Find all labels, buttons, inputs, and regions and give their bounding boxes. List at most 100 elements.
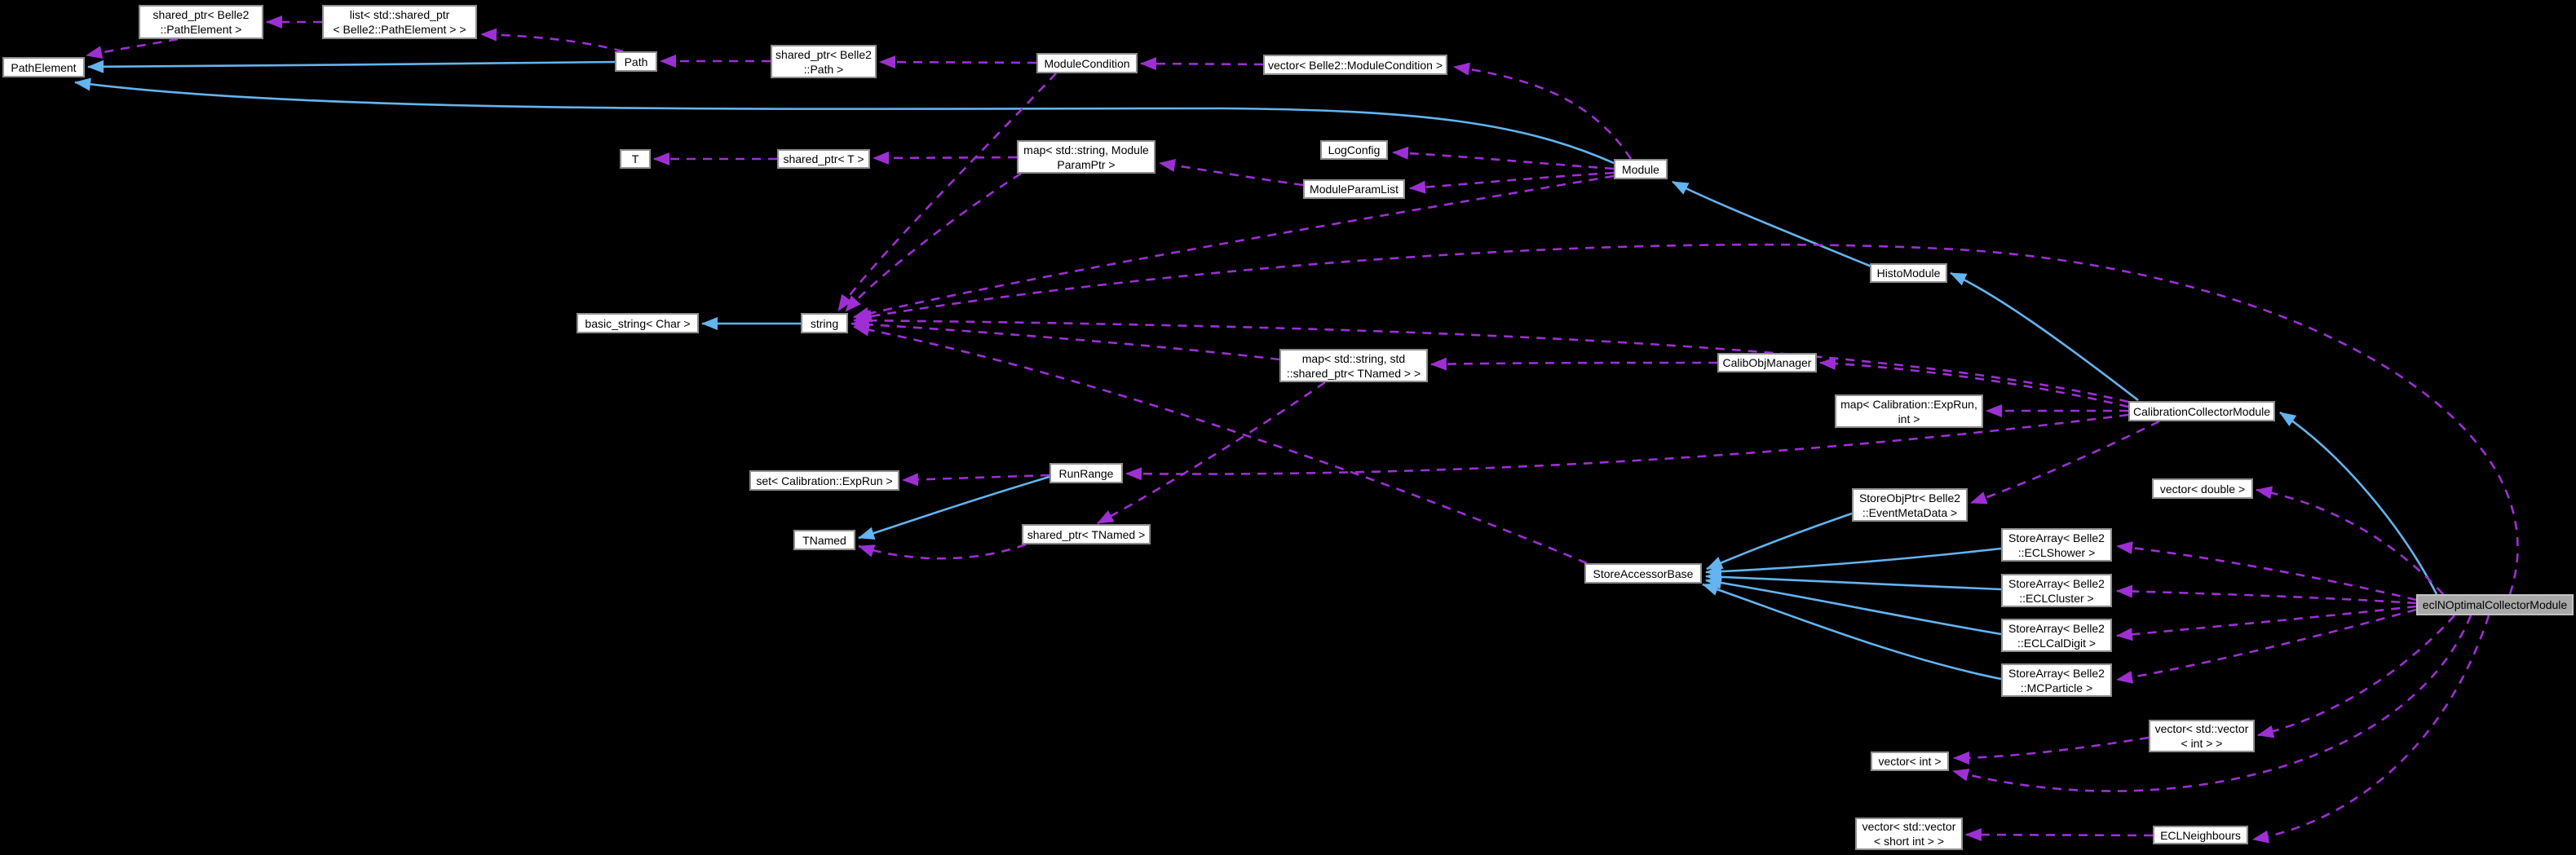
node-label: RunRange <box>1058 466 1114 480</box>
node-string[interactable]: string <box>801 313 848 333</box>
edge-map-to-sharedptrt <box>873 151 1018 165</box>
node-label: Path <box>624 55 648 68</box>
node-module[interactable]: Module <box>1614 159 1668 179</box>
node-ecl-n-optimal-collector-module[interactable]: eclNOptimalCollectorModule <box>2416 594 2574 615</box>
node-path[interactable]: Path <box>615 51 657 72</box>
edge-eclnoptimal-to-eclcluster <box>2116 584 2417 605</box>
edge-module-to-pathelement <box>74 77 1615 165</box>
edge-module-to-string <box>853 174 1615 320</box>
node-label: < Belle2::PathElement > > <box>333 23 466 36</box>
node-map-string-shared-ptr-tnamed[interactable]: map< std::string, std::shared_ptr< TName… <box>1279 349 1428 382</box>
node-calibration-collector-module[interactable]: CalibrationCollectorModule <box>2128 401 2275 421</box>
node-label: StoreArray< Belle2 <box>2008 621 2105 635</box>
node-shared-ptr-tnamed[interactable]: shared_ptr< TNamed > <box>1022 524 1151 544</box>
node-store-array-mc-particle[interactable]: StoreArray< Belle2::MCParticle > <box>2001 663 2112 697</box>
node-shared-ptr-t[interactable]: shared_ptr< T > <box>777 149 870 169</box>
node-list-shared-ptr-path-element[interactable]: list< std::shared_ptr< Belle2::PathEleme… <box>322 5 477 39</box>
node-ecl-neighbours[interactable]: ECLNeighbours <box>2153 826 2248 844</box>
node-label: StoreArray< Belle2 <box>2008 531 2105 544</box>
edge-runrange-to-setexprun <box>902 473 1050 487</box>
node-store-array-ecl-cal-digit[interactable]: StoreArray< Belle2::ECLCalDigit > <box>2001 619 2112 652</box>
edge-module-to-vectormodulecondition <box>1453 62 1633 160</box>
node-label: ECLNeighbours <box>2160 828 2241 842</box>
edge-calibrationcollector-to-storeobjptr <box>1970 420 2160 505</box>
edge-eclnoptimal-to-vectorint <box>1952 615 2472 792</box>
node-store-obj-ptr-event-meta-data[interactable]: StoreObjPtr< Belle2::EventMetaData > <box>1852 488 1968 522</box>
node-module-param-list[interactable]: ModuleParamList <box>1303 179 1405 199</box>
node-t[interactable]: T <box>620 149 651 169</box>
node-log-config[interactable]: LogConfig <box>1320 140 1388 160</box>
edge-runrange-to-tnamed <box>858 475 1050 540</box>
node-label: PathElement <box>11 60 77 74</box>
edge-moduleparamlist-to-map <box>1159 159 1304 187</box>
node-map-exprun-int[interactable]: map< Calibration::ExpRun,int > <box>1835 394 1983 428</box>
node-basic-string-char[interactable]: basic_string< Char > <box>577 313 699 333</box>
node-label: ::ECLCluster > <box>2019 591 2094 605</box>
node-label: CalibrationCollectorModule <box>2132 404 2271 418</box>
edge-histomodule-to-module <box>1672 180 1872 268</box>
edge-eclnoptimal-to-mcparticle <box>2116 608 2417 684</box>
edge-calibrationcollector-to-histomodule <box>1950 271 2139 402</box>
node-store-array-ecl-shower[interactable]: StoreArray< Belle2::ECLShower > <box>2001 528 2112 562</box>
node-label: StoreAccessorBase <box>1593 566 1694 580</box>
node-label: Module <box>1622 162 1659 176</box>
node-label: map< std::string, std <box>1301 351 1406 365</box>
node-label: map< std::string, Module <box>1023 143 1149 156</box>
node-store-array-ecl-cluster[interactable]: StoreArray< Belle2::ECLCluster > <box>2001 574 2112 607</box>
edge-mcparticle-to-storeaccessorbase <box>1702 583 2002 681</box>
node-label: vector< int > <box>1878 755 1942 768</box>
edge-module-to-logconfig <box>1392 146 1615 170</box>
node-path-element[interactable]: PathElement <box>2 57 85 77</box>
node-calib-obj-manager[interactable]: CalibObjManager <box>1717 353 1817 372</box>
node-label: StoreArray< Belle2 <box>2008 576 2105 590</box>
node-label: ::Path > <box>803 62 844 76</box>
node-label: vector< std::vector <box>2154 722 2249 735</box>
node-store-accessor-base[interactable]: StoreAccessorBase <box>1584 563 1702 584</box>
node-label: HistoModule <box>1876 267 1941 280</box>
node-tnamed[interactable]: TNamed <box>793 530 855 550</box>
node-vector-module-condition[interactable]: vector< Belle2::ModuleCondition > <box>1263 55 1447 75</box>
edge-eclnoptimal-to-vectordouble <box>2256 486 2444 595</box>
node-label: LogConfig <box>1328 143 1381 156</box>
node-vector-int[interactable]: vector< int > <box>1871 751 1949 771</box>
edge-modulecondition-to-sharedptrpath <box>879 55 1037 69</box>
node-label: vector< double > <box>2159 482 2246 496</box>
node-label: ModuleParamList <box>1310 183 1398 196</box>
node-vector-vector-int[interactable]: vector< std::vector< int > > <box>2149 720 2255 752</box>
node-module-condition[interactable]: ModuleCondition <box>1036 53 1138 73</box>
node-label: ParamPtr > <box>1057 157 1116 171</box>
node-shared-ptr-path-element[interactable]: shared_ptr< Belle2::PathElement > <box>139 5 263 39</box>
node-label: int > <box>1898 412 1920 425</box>
node-label: CalibObjManager <box>1722 356 1812 369</box>
edge-mapmoduleparamptr-to-string <box>845 172 1022 312</box>
node-label: eclNOptimalCollectorModule <box>2422 598 2568 611</box>
node-label: < int > > <box>2181 737 2223 750</box>
edge-sharedptrtnamed-to-tnamed <box>858 543 1027 560</box>
node-label: ::PathElement > <box>160 23 242 36</box>
edge-module-to-moduleparamlist <box>1409 171 1615 194</box>
edge-eclnoptimal-to-eclshower <box>2116 541 2417 602</box>
edge-eclnoptimal-to-string <box>855 243 2519 595</box>
node-label: basic_string< Char > <box>585 316 691 330</box>
edge-storeaccessorbase-to-string <box>853 323 1588 565</box>
node-set-calibration-exprun[interactable]: set< Calibration::ExpRun > <box>749 470 899 491</box>
node-label: StoreArray< Belle2 <box>2008 666 2105 680</box>
node-run-range[interactable]: RunRange <box>1049 463 1123 483</box>
edge-eclnoptimal-to-eclcaldigit <box>2116 605 2417 641</box>
node-label: ::shared_ptr< TNamed > > <box>1286 366 1421 380</box>
node-label: ::ECLCalDigit > <box>2017 636 2097 650</box>
edge-calibrationcollector-to-string <box>853 314 2129 403</box>
node-label: shared_ptr< Belle2 <box>152 8 250 21</box>
node-label: StoreObjPtr< Belle2 <box>1858 491 1961 505</box>
node-vector-double[interactable]: vector< double > <box>2152 478 2253 499</box>
node-vector-vector-short-int[interactable]: vector< std::vector< short int > > <box>1855 818 1963 850</box>
node-histo-module[interactable]: HistoModule <box>1870 263 1947 283</box>
node-label: map< Calibration::ExpRun, <box>1840 397 1977 411</box>
node-label: TNamed <box>802 533 846 547</box>
node-shared-ptr-path[interactable]: shared_ptr< Belle2::Path > <box>771 45 877 78</box>
edge-sharedptrpathelement-to-pathelement <box>86 37 179 59</box>
node-label: shared_ptr< TNamed > <box>1027 527 1146 541</box>
edge-eclshower-to-storeaccessorbase <box>1705 547 2002 579</box>
